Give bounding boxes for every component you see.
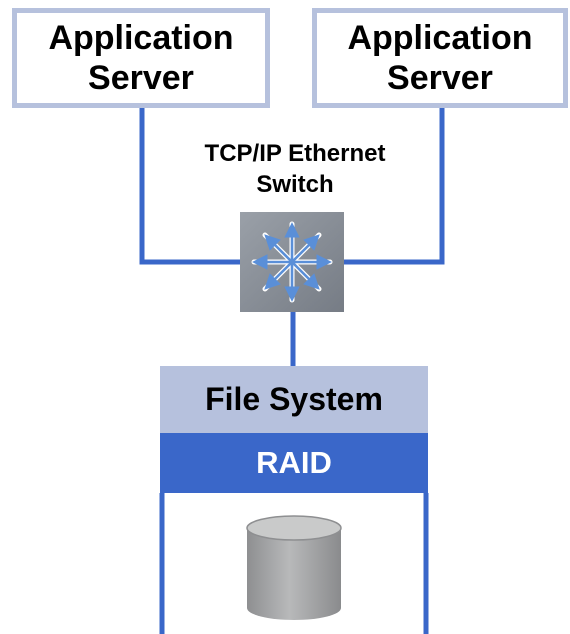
disk-cylinder-icon[interactable]: [244, 512, 344, 624]
network-switch-icon[interactable]: [240, 212, 344, 312]
application-server-left[interactable]: Application Server: [12, 8, 270, 108]
left-server-link: [139, 103, 240, 265]
file-system-label: File System: [205, 381, 383, 417]
switch-label: TCP/IP Ethernet Switch: [204, 140, 386, 198]
file-system-layer[interactable]: File System: [160, 366, 428, 433]
raid-layer[interactable]: RAID: [160, 433, 428, 493]
application-server-right-label: Application Server: [347, 19, 533, 97]
application-server-left-label: Application Server: [48, 19, 234, 97]
right-server-link: [340, 103, 445, 265]
application-server-right[interactable]: Application Server: [312, 8, 568, 108]
raid-label: RAID: [256, 445, 332, 480]
